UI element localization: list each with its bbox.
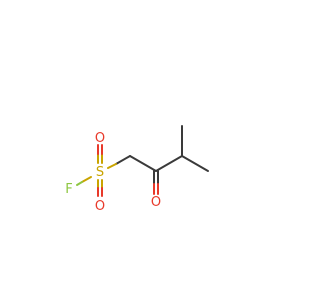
- bond-sulfur-oxygen-top: [97, 144, 103, 164]
- bond-ch2-carbonyl: [129, 155, 157, 172]
- bond-carbonyl-oxygen: [153, 170, 159, 195]
- atom-oxygen-sulfonyl-bottom: O: [95, 199, 105, 214]
- bond-carbonyl-ch: [155, 155, 183, 172]
- atom-oxygen-sulfonyl-top: O: [95, 131, 105, 146]
- atom-oxygen-carbonyl: O: [151, 195, 161, 210]
- bond-ch-methyl-right: [181, 155, 209, 172]
- bond-sulfur-oxygen-bottom: [97, 179, 103, 197]
- atom-sulfur: S: [96, 165, 104, 180]
- atom-fluorine: F: [65, 182, 72, 197]
- bond-ch2-sulfur: [107, 155, 131, 169]
- carbon-backbone: [129, 125, 209, 172]
- molecule-drawing: S O O F O: [65, 125, 209, 214]
- bond-sulfur-fluorine: [76, 176, 92, 186]
- structure-diagram: S O O F O: [65, 125, 209, 214]
